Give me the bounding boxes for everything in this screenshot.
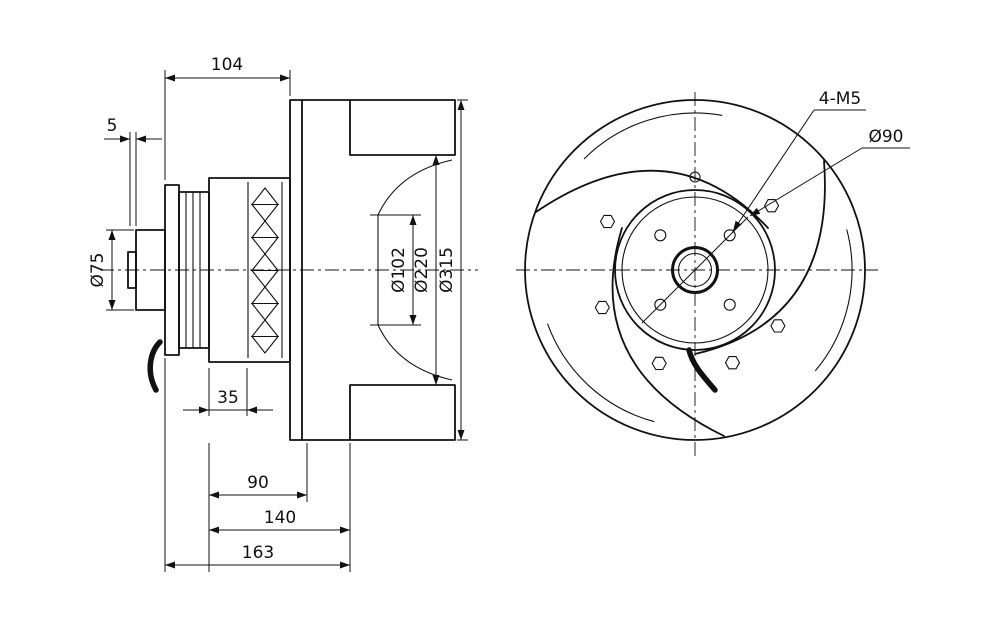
ext-depths — [164, 358, 351, 572]
mounting-ring-outer — [614, 189, 776, 351]
dim-220: Ø220 — [412, 247, 432, 293]
blade-curve-2 — [611, 227, 725, 437]
hex-nut-3 — [651, 356, 667, 371]
m5-hole-lower-left — [654, 298, 667, 311]
label-d90: Ø90 — [868, 127, 903, 147]
dim-315: Ø315 — [437, 247, 457, 293]
hex-nut-5 — [770, 319, 786, 333]
label-4m5: 4-M5 — [819, 89, 861, 109]
vent-triangles — [250, 187, 280, 354]
inlet-cone — [377, 159, 453, 381]
dim-75: Ø75 — [88, 252, 108, 287]
m5-hole-upper-right — [723, 229, 736, 242]
leader-4m5 — [732, 109, 815, 232]
m5-hole-lower-right — [723, 298, 736, 311]
small-hole-top — [689, 171, 701, 183]
dim-5: 5 — [107, 116, 118, 136]
center-hub-inner — [677, 252, 713, 288]
dim-90: 90 — [247, 473, 269, 493]
m5-hole-upper-left — [654, 229, 667, 242]
side-power-cable — [147, 339, 163, 393]
motor-laminations — [185, 192, 201, 348]
dim-104: 104 — [211, 55, 243, 75]
vent-band-borders — [247, 182, 283, 358]
side-view-dimensions: 104 5 Ø75 35 90 140 163 — [88, 55, 468, 572]
dim-35: 35 — [217, 388, 239, 408]
impeller-profile — [301, 99, 456, 441]
hex-nut-4 — [724, 356, 741, 370]
dim-102: Ø102 — [389, 247, 409, 293]
front-power-cable — [686, 347, 718, 393]
front-view: 4-M5 Ø90 — [516, 89, 910, 458]
impeller-outer-circle — [524, 99, 866, 441]
hex-nut-1 — [599, 214, 616, 229]
hex-nut-6 — [763, 199, 780, 213]
dim-163: 163 — [242, 543, 274, 563]
ext-5 — [129, 132, 137, 226]
front-view-labels: 4-M5 Ø90 — [732, 89, 910, 232]
side-view: 104 5 Ø75 35 90 140 163 — [88, 55, 478, 572]
blade-curve-3 — [535, 169, 769, 229]
hex-nut-2 — [594, 300, 610, 315]
mounting-ring-inner — [621, 196, 769, 344]
bolt-circle-diagonal — [641, 216, 749, 324]
dim-140: 140 — [264, 508, 296, 528]
blade-overlap-arcs — [546, 112, 853, 423]
ext-104 — [164, 70, 291, 180]
back-plate — [289, 99, 303, 441]
center-hub-outer — [671, 246, 719, 294]
leader-d90 — [749, 147, 863, 217]
